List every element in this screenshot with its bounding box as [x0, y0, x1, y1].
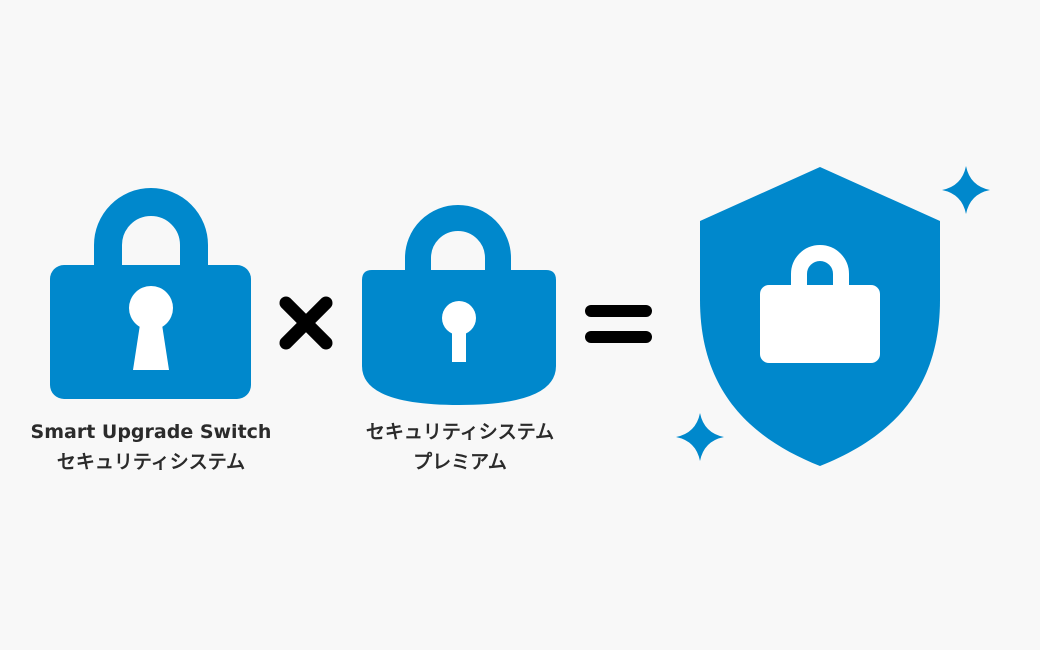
padlock-keyhole-icon — [50, 188, 251, 399]
left-caption-line1: Smart Upgrade Switch — [30, 421, 272, 443]
left-caption-line2: セキュリティシステム — [56, 451, 246, 473]
middle-caption-line2: プレミアム — [413, 451, 507, 473]
left-caption: Smart Upgrade Switch セキュリティシステム — [10, 417, 292, 477]
shield-lock-icon — [700, 167, 940, 466]
middle-caption: セキュリティシステム プレミアム — [340, 417, 580, 477]
multiply-icon — [279, 296, 333, 350]
sparkle-icon — [942, 166, 990, 214]
padlock-rounded-icon — [362, 205, 556, 405]
sparkle-icon — [676, 413, 724, 461]
middle-caption-line1: セキュリティシステム — [365, 421, 555, 443]
equals-icon — [585, 305, 652, 343]
